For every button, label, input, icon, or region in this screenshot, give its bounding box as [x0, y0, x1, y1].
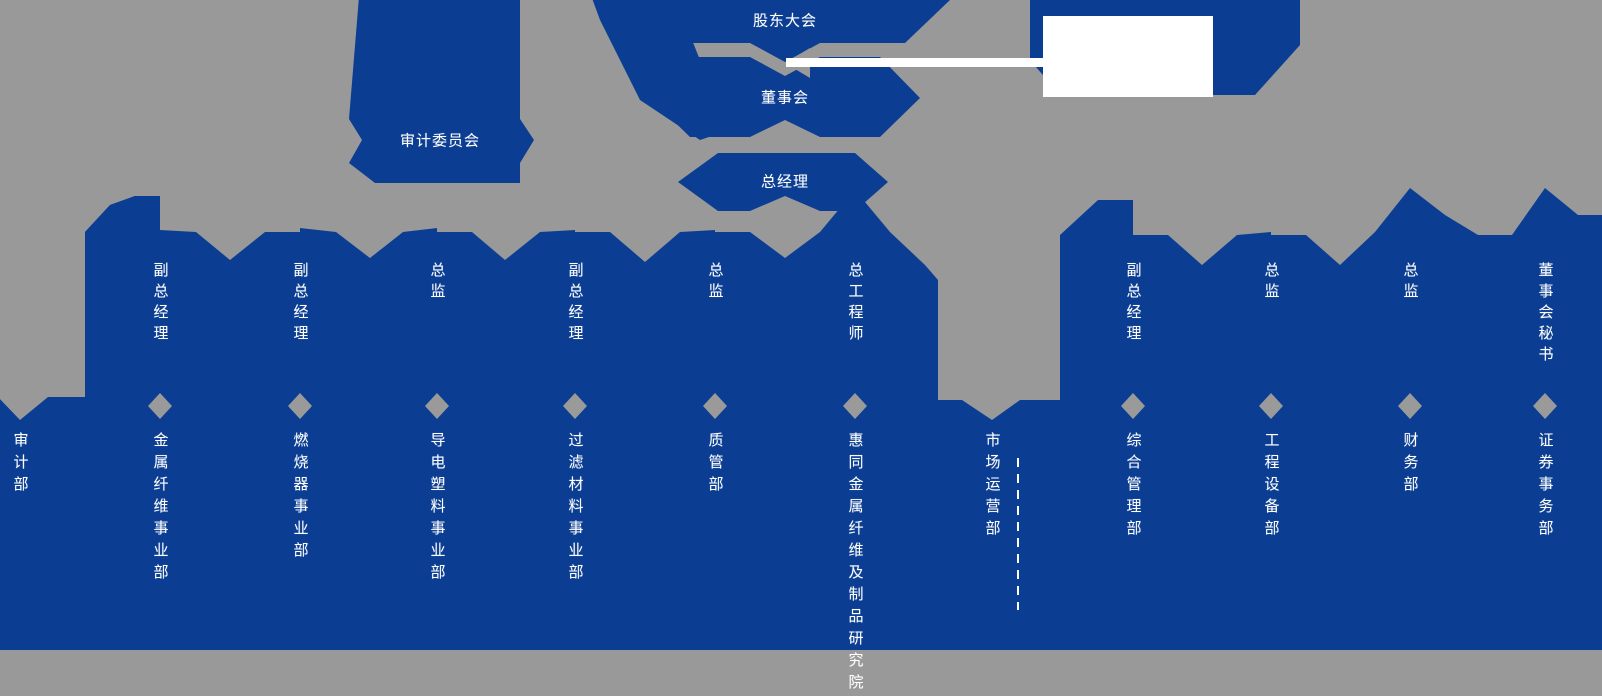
shape-market-ops-gap [938, 280, 1060, 420]
diamond-icon [425, 393, 449, 419]
diamond-icon [563, 393, 587, 419]
shape-audit-dept-notch [0, 0, 85, 420]
diamond-icon [288, 393, 312, 419]
shape-role-band-right[interactable] [1060, 188, 1602, 400]
callout-box[interactable] [1043, 16, 1213, 97]
shape-shareholders-meeting[interactable] [578, 0, 950, 62]
shape-board-of-directors[interactable] [650, 57, 920, 137]
diamond-separators [148, 393, 1557, 419]
diamond-icon [148, 393, 172, 419]
diamond-icon [1398, 393, 1422, 419]
diamond-icon [1121, 393, 1145, 419]
shape-general-manager[interactable] [678, 153, 888, 211]
shape-audit-dept-stem[interactable] [0, 397, 1602, 650]
shape-audit-stem-blue [85, 196, 135, 397]
diamond-icon [703, 393, 727, 419]
connector-line [786, 58, 1048, 67]
shape-audit-committee[interactable] [349, 0, 534, 183]
org-chart-canvas [0, 0, 1602, 650]
diamond-icon [1533, 393, 1557, 419]
diamond-icon [843, 393, 867, 419]
diamond-icon [1259, 393, 1283, 419]
shape-role-band-left[interactable] [85, 190, 938, 400]
